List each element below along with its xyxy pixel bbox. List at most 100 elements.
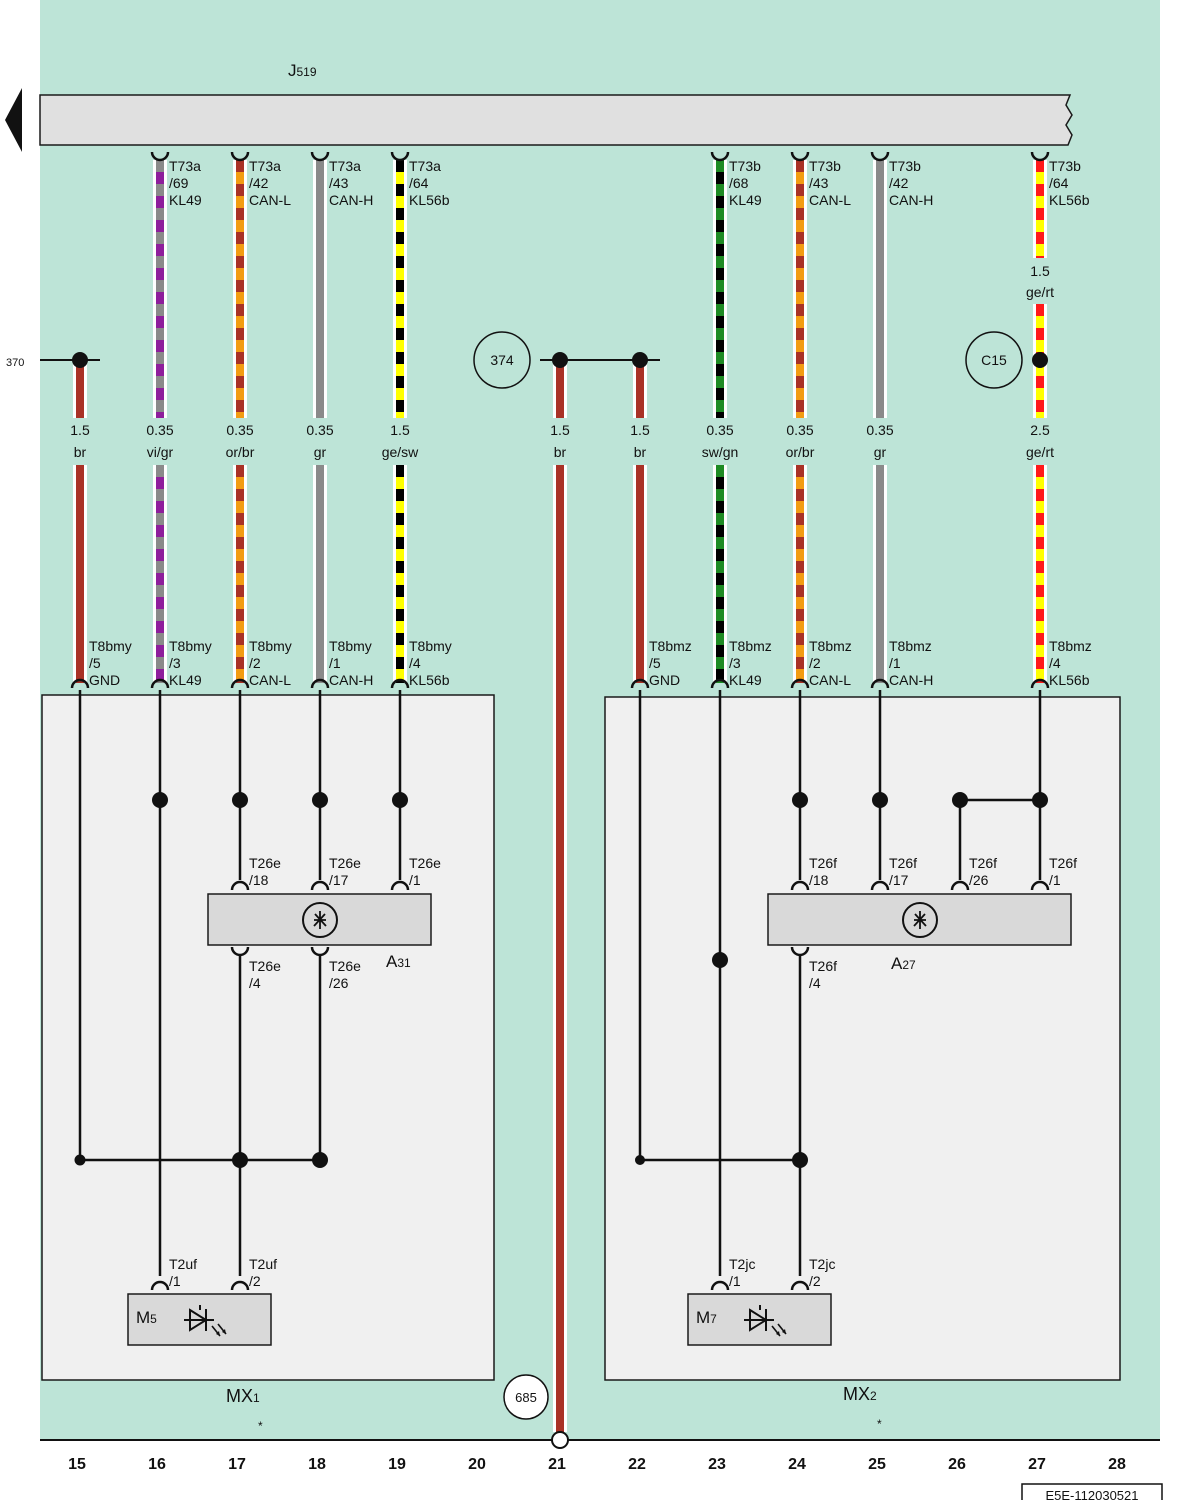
track-number: 20 <box>468 1456 486 1473</box>
component-a27: A27 <box>767 893 1072 973</box>
track-number: 23 <box>708 1456 726 1473</box>
connector-pin-icon <box>230 678 250 689</box>
wire-size-label: 1.5 <box>390 422 410 438</box>
mx2-note: * <box>877 1417 882 1431</box>
document-code: E5E-112030521 <box>1045 1488 1138 1500</box>
junction-dot <box>712 952 728 968</box>
junction-dot <box>552 352 568 368</box>
wire-color-label: br <box>554 444 567 460</box>
wire-size-label: 1.5 <box>550 422 570 438</box>
wire-size-label: 0.35 <box>226 422 253 438</box>
margin-reference: 370 <box>6 357 24 369</box>
track-number: 18 <box>308 1456 326 1473</box>
connector-pin-icon <box>790 151 810 162</box>
module-mx1 <box>41 694 495 1381</box>
connector-pin-icon <box>1030 678 1050 689</box>
mx2-label: MX2 <box>843 1384 877 1404</box>
pin-label: T26e/4 <box>249 958 281 991</box>
wire-size-label: 0.35 <box>706 422 733 438</box>
horn-symbol-icon <box>302 902 338 938</box>
a31-label: A31 <box>386 952 411 971</box>
connector-pin-icon <box>710 151 730 162</box>
wire-harness <box>73 160 1047 1432</box>
pin-label: T26e/17 <box>329 855 361 888</box>
connector-pin-icon <box>790 678 810 689</box>
wire-color-label: ge/rt <box>1026 284 1054 300</box>
connector-pin-icon <box>230 880 250 891</box>
pin-label: T26e/18 <box>249 855 281 888</box>
ground-terminal-icon <box>551 1431 569 1449</box>
a27-label: A27 <box>891 954 916 973</box>
connector-pin-icon <box>790 1280 810 1291</box>
connector-pin-icon <box>1030 151 1050 162</box>
wire-color-label: gr <box>314 444 327 460</box>
pin-label: T26f/26 <box>969 855 997 888</box>
junction-dot <box>232 792 248 808</box>
connector-pin-icon <box>870 151 890 162</box>
wire-size-label: 0.35 <box>866 422 893 438</box>
svg-text:374: 374 <box>490 352 514 368</box>
connector-pin-icon <box>1030 880 1050 891</box>
connector-pin-icon <box>790 946 810 957</box>
pin-label: T2jc/2 <box>809 1256 835 1289</box>
pin-label: T2uf/2 <box>249 1256 277 1289</box>
connector-pin-icon <box>790 880 810 891</box>
led-lamp-icon <box>184 1305 227 1337</box>
wire-size-label: 2.5 <box>1030 422 1050 438</box>
connector-pin-icon <box>710 1280 730 1291</box>
track-number: 26 <box>948 1456 966 1473</box>
m7-label: M7 <box>696 1308 717 1327</box>
wire-size-label: 1.5 <box>70 422 90 438</box>
connector-pin-icon <box>870 678 890 689</box>
j519-label: J519 <box>288 61 317 80</box>
track-number: 21 <box>548 1456 566 1473</box>
connector-pin-icon <box>390 678 410 689</box>
connector-pin-icon <box>150 678 170 689</box>
connector-pin-icon <box>630 678 650 689</box>
junction-dot <box>392 792 408 808</box>
wire-size-label: 0.35 <box>306 422 333 438</box>
control-unit-j519: J519 <box>5 61 1073 152</box>
component-a31: A31 <box>207 893 432 971</box>
wire-size-label: 1.5 <box>630 422 650 438</box>
internal-wiring <box>78 690 1042 1276</box>
junction-dot <box>232 1152 248 1168</box>
track-number: 24 <box>788 1456 806 1473</box>
connector-pin-icon <box>390 880 410 891</box>
track-number: 28 <box>1108 1456 1126 1473</box>
splice-dot <box>635 1155 645 1165</box>
reference-374: 374 <box>473 331 531 389</box>
connector-pin-icon <box>310 946 330 957</box>
track-number: 27 <box>1028 1456 1046 1473</box>
wire-color-label: sw/gn <box>702 444 739 460</box>
connector-pin-icon <box>310 151 330 162</box>
reference-c15: C15 <box>965 331 1023 389</box>
pin-label: T26f/17 <box>889 855 917 888</box>
pin-label: T26f/1 <box>1049 855 1077 888</box>
junction-dot <box>312 1152 328 1168</box>
junction-dot <box>952 792 968 808</box>
wire-size-label: 0.35 <box>786 422 813 438</box>
pin-label: T2uf/1 <box>169 1256 197 1289</box>
pin-label: T2jc/1 <box>729 1256 755 1289</box>
component-m5: M5 <box>127 1293 272 1346</box>
wire-size-label: 0.35 <box>146 422 173 438</box>
connector-pin-icon <box>310 678 330 689</box>
track-number: 25 <box>868 1456 886 1473</box>
track-number: 19 <box>388 1456 406 1473</box>
wire-color-label: ge/rt <box>1026 444 1054 460</box>
mx1-note: * <box>258 1419 263 1433</box>
